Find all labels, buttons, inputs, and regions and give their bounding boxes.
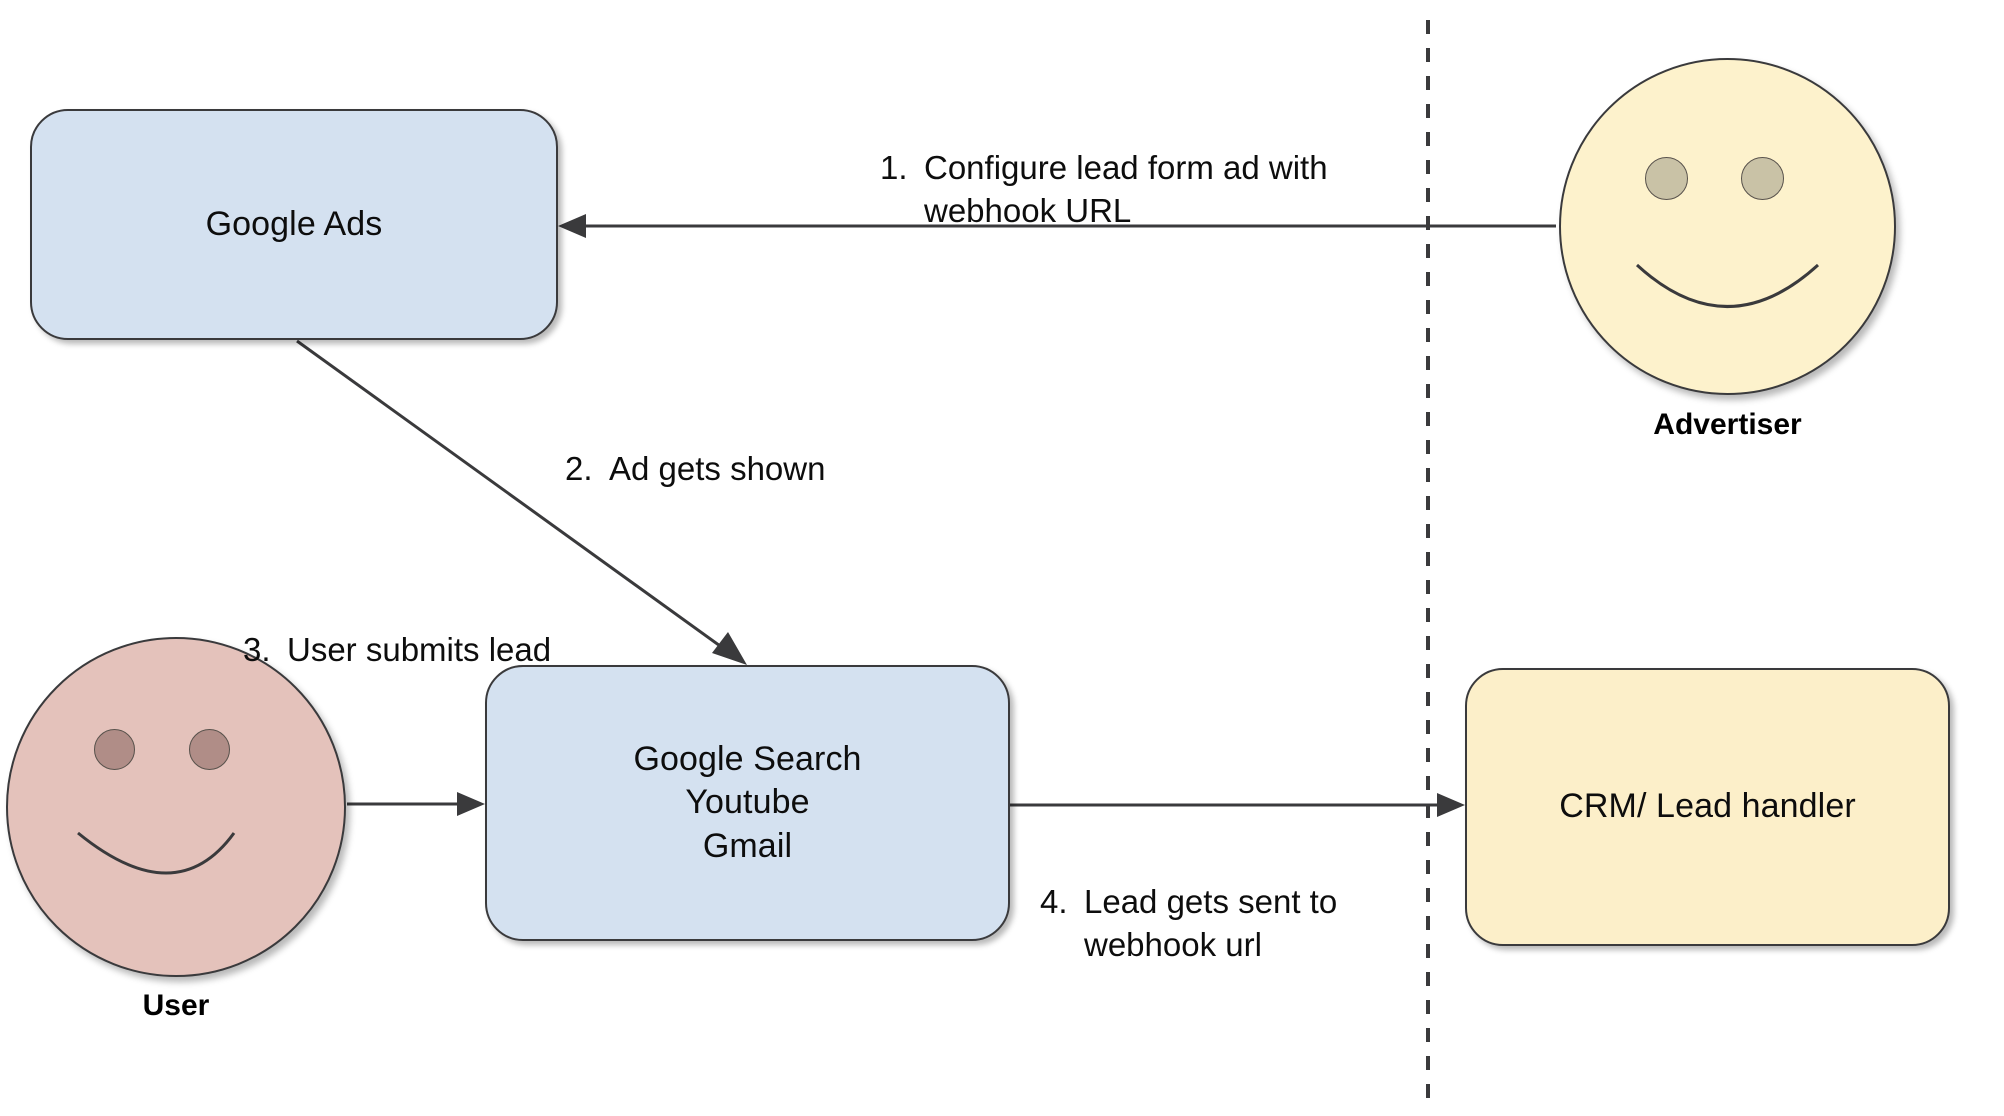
step-number-2: 2.: [565, 449, 593, 487]
actor-advertiser[interactable]: Advertiser: [1559, 58, 1896, 441]
step-label-2: 2. Ad gets shown: [565, 405, 825, 491]
smile-mouth-icon: [1635, 263, 1820, 308]
node-google-ads-label: Google Ads: [205, 204, 383, 243]
eye-icon: [94, 729, 135, 770]
step-label-4: 4. Lead gets sent to webhook url: [1040, 838, 1337, 967]
node-crm-label: CRM/ Lead handler: [1559, 787, 1856, 826]
smiley-face-icon: [6, 637, 346, 977]
node-crm-lead-handler[interactable]: CRM/ Lead handler: [1465, 668, 1950, 946]
smile-mouth-icon: [77, 831, 236, 875]
actor-user[interactable]: User: [6, 637, 346, 1022]
node-google-ads[interactable]: Google Ads: [30, 109, 558, 340]
step-text-3: User submits lead: [287, 630, 552, 668]
step-number-1: 1.: [880, 148, 908, 186]
step-label-1: 1. Configure lead form ad with webhook UR…: [880, 104, 1328, 233]
node-google-surfaces-label: Google Search Youtube Gmail: [633, 739, 862, 865]
step-label-3: 3. User submits lead: [243, 586, 551, 672]
step-number-3: 3.: [243, 630, 271, 668]
eye-icon: [189, 729, 230, 770]
eye-icon: [1741, 157, 1784, 200]
step-number-4: 4.: [1040, 882, 1068, 920]
actor-user-label: User: [142, 989, 210, 1022]
actor-advertiser-label: Advertiser: [1653, 408, 1802, 441]
node-google-surfaces[interactable]: Google Search Youtube Gmail: [485, 665, 1010, 941]
edge-surfaces-to-crm: [1010, 793, 1465, 817]
edge-google-ads-to-surfaces: [296, 339, 747, 665]
smiley-face-icon: [1559, 58, 1896, 395]
eye-icon: [1645, 157, 1688, 200]
edge-user-to-surfaces: [347, 792, 485, 816]
edge-advertiser-to-google-ads: [558, 214, 1556, 238]
step-text-2: Ad gets shown: [609, 449, 826, 487]
step-text-4: Lead gets sent to webhook url: [1084, 882, 1338, 963]
step-text-1: Configure lead form ad with webhook URL: [924, 148, 1328, 229]
